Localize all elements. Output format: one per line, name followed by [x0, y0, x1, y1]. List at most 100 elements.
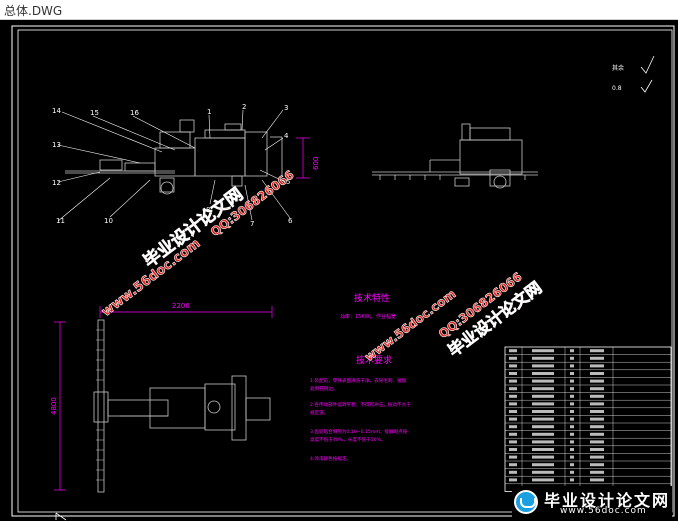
table-cell-material — [590, 394, 604, 398]
front-view — [372, 123, 538, 189]
dimension-600-label: 600 — [312, 157, 320, 170]
requirement-line: 高度不低于40%，长度不低于50%。 — [310, 436, 386, 443]
table-cell-name — [532, 440, 554, 444]
table-cell-material — [590, 432, 604, 436]
balloon-1: 1 — [207, 108, 211, 116]
balloon-15: 15 — [90, 109, 99, 117]
table-cell-name — [532, 349, 554, 353]
table-cell-material — [590, 372, 604, 375]
table-cell-name — [532, 432, 554, 436]
balloon-13: 13 — [52, 141, 61, 149]
side-view — [65, 119, 283, 195]
balloon-numbers: 14 15 16 1 2 3 4 5 6 7 8 10 11 12 13 — [52, 103, 293, 228]
table-cell-qty — [570, 432, 574, 436]
requirement-line: 1.装配前，零件表面清洗干净，去除毛刺、棱角 — [310, 377, 407, 384]
table-cell-index — [509, 440, 517, 444]
requirements-title: 技术要求 — [356, 354, 392, 366]
drawing-inner-frame — [17, 29, 673, 513]
table-cell-index — [509, 470, 517, 474]
dimension-4800 — [54, 321, 66, 491]
balloon-7: 7 — [250, 220, 254, 228]
specs-line: 功率：15KW； 作业幅宽 — [340, 313, 396, 320]
table-cell-index — [509, 356, 517, 360]
logo-site: www.56doc.com — [560, 506, 647, 516]
table-cell-qty — [570, 372, 574, 375]
table-cell-qty — [570, 470, 574, 474]
table-cell-qty — [570, 364, 574, 368]
requirements-list: 1.装配前，零件表面清洗干净，去除毛刺、棱角 处倒钝锐边。 2.各传动部件运转平… — [310, 377, 411, 462]
table-cell-name — [532, 448, 554, 451]
table-cell-index — [509, 364, 517, 368]
table-cell-material — [590, 448, 604, 451]
table-cell-material — [590, 364, 604, 368]
table-cell-name — [532, 410, 554, 413]
table-cell-name — [532, 425, 554, 429]
table-cell-material — [590, 402, 604, 406]
balloon-4: 4 — [284, 132, 289, 140]
table-cell-material — [590, 356, 604, 360]
table-cell-material — [590, 425, 604, 429]
table-cell-index — [509, 379, 517, 383]
table-cell-name — [532, 364, 554, 368]
balloon-10: 10 — [104, 217, 113, 225]
table-cell-index — [509, 372, 517, 375]
table-cell-index — [509, 478, 517, 482]
balloon-leaders — [57, 109, 291, 222]
balloon-14: 14 — [52, 107, 61, 115]
table-cell-material — [590, 349, 604, 353]
front-view-tines — [379, 175, 526, 180]
table-cell-index — [509, 425, 517, 429]
table-cell-index — [509, 448, 517, 451]
table-cell-qty — [570, 440, 574, 444]
table-cell-material — [590, 455, 604, 459]
specs-title: 技术特性 — [354, 292, 390, 304]
table-cell-material — [590, 410, 604, 413]
balloon-2: 2 — [242, 103, 246, 111]
table-cell-qty — [570, 394, 574, 398]
cad-drawing-canvas[interactable]: 其余 0.8 600 — [0, 20, 678, 521]
table-cell-name — [532, 470, 554, 474]
table-cell-name — [532, 478, 554, 482]
table-cell-material — [590, 387, 604, 391]
table-cell-qty — [570, 356, 574, 360]
balloon-8: 8 — [206, 206, 210, 214]
balloon-6: 6 — [288, 217, 293, 225]
table-cell-index — [509, 394, 517, 398]
table-cell-name — [532, 402, 554, 406]
table-cell-qty — [570, 478, 574, 482]
table-cell-material — [590, 379, 604, 383]
table-cell-material — [590, 417, 604, 421]
table-cell-index — [509, 463, 517, 467]
site-logo: 毕业设计论文网 www.56doc.com — [512, 486, 672, 518]
logo-text: 毕业设计论文网 — [544, 491, 671, 510]
plan-view — [93, 319, 271, 493]
table-cell-name — [532, 463, 554, 467]
table-cell-name — [532, 417, 554, 421]
table-cell-index — [509, 410, 517, 413]
window-titlebar: 总体.DWG — [0, 0, 678, 20]
requirement-line: 3.齿轮啮合侧隙为0.10~0.15mm，接触斑点按 — [310, 428, 408, 435]
table-cell-name — [532, 455, 554, 459]
cad-drawing-svg: 其余 0.8 600 — [11, 25, 675, 521]
table-border — [504, 346, 672, 492]
table-cell-index — [509, 455, 517, 459]
table-cell-qty — [570, 455, 574, 459]
dimension-600 — [296, 137, 310, 179]
table-cell-name — [532, 379, 554, 383]
dimension-4800-label: 4800 — [50, 397, 58, 415]
dimension-2200-label: 2200 — [172, 302, 190, 310]
roughness-value: 0.8 — [612, 85, 622, 92]
drawing-outer-frame — [11, 25, 675, 517]
table-cell-qty — [570, 448, 574, 451]
table-cell-name — [532, 387, 554, 391]
balloon-11: 11 — [56, 217, 65, 225]
balloon-12: 12 — [52, 179, 61, 187]
table-cell-index — [509, 402, 517, 406]
logo-mark-icon — [514, 490, 538, 514]
table-cell-qty — [570, 402, 574, 406]
table-cell-qty — [570, 417, 574, 421]
table-cell-index — [509, 349, 517, 353]
roughness-label: 其余 — [612, 64, 624, 72]
balloon-16: 16 — [130, 109, 139, 117]
roughness-symbol — [640, 55, 655, 93]
